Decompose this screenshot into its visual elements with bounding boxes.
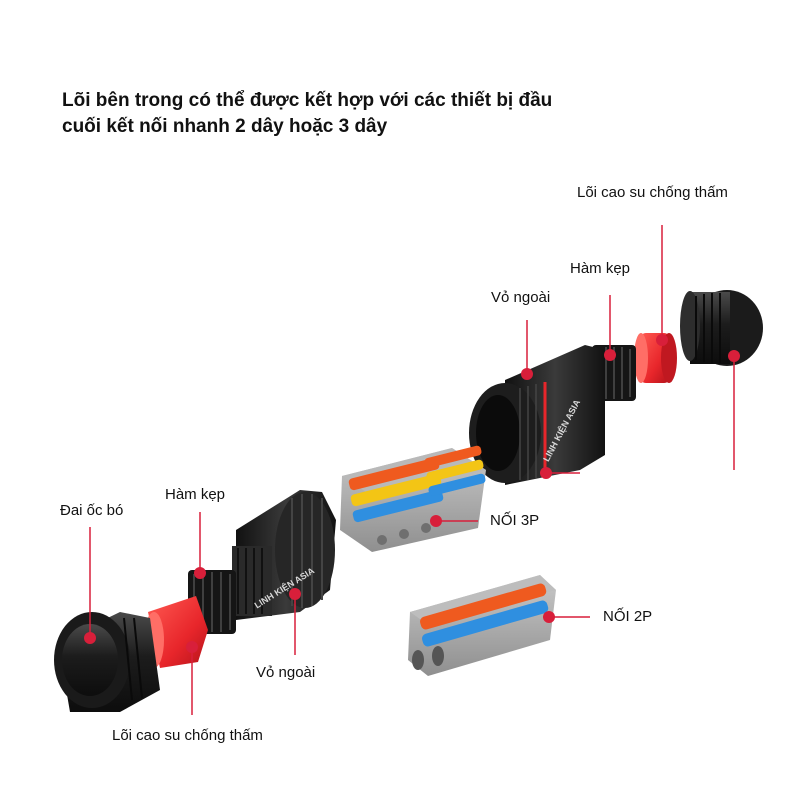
callout-dot <box>186 641 198 653</box>
callout-dot <box>194 567 206 579</box>
callout-dot <box>540 467 552 479</box>
lock-nut-right <box>680 290 763 366</box>
diagram-heading: Lõi bên trong có thể được kết hợp với cá… <box>62 88 552 140</box>
connector-2p <box>408 575 556 676</box>
label-clamp-left: Hàm kẹp <box>165 486 226 503</box>
callout-dot <box>728 350 740 362</box>
outer-shell-left: LINH KIỆN ASIA <box>232 490 336 620</box>
callout-dot <box>656 334 668 346</box>
callout-dot <box>543 611 555 623</box>
callout-dot <box>604 349 616 361</box>
callout-dot <box>84 632 96 644</box>
label-connector-3p: NỐI 3P <box>490 512 540 529</box>
label-connector-2p: NỐI 2P <box>603 608 653 625</box>
label-lock-nut: Đai ốc bó <box>60 502 124 519</box>
label-shell-right: Vỏ ngoài <box>491 289 551 306</box>
heading-line-2: cuối kết nối nhanh 2 dây hoặc 3 dây <box>62 116 388 137</box>
callout-dots <box>84 334 740 653</box>
lock-nut-left <box>54 612 160 712</box>
label-clamp-right: Hàm kẹp <box>570 260 631 277</box>
callout-dot <box>430 515 442 527</box>
outer-shell-right: LINH KIỆN ASIA <box>469 345 605 485</box>
connector-3p <box>340 445 486 552</box>
label-rubber-core-right: Lõi cao su chống thấm <box>577 184 728 201</box>
heading-line-1: Lõi bên trong có thể được kết hợp với cá… <box>62 90 553 111</box>
rubber-seal-right <box>634 333 677 383</box>
callout-dot <box>521 368 533 380</box>
label-rubber-core-left: Lõi cao su chống thấm <box>112 727 263 744</box>
callout-dot <box>289 588 301 600</box>
label-shell-left: Vỏ ngoài <box>256 664 316 681</box>
